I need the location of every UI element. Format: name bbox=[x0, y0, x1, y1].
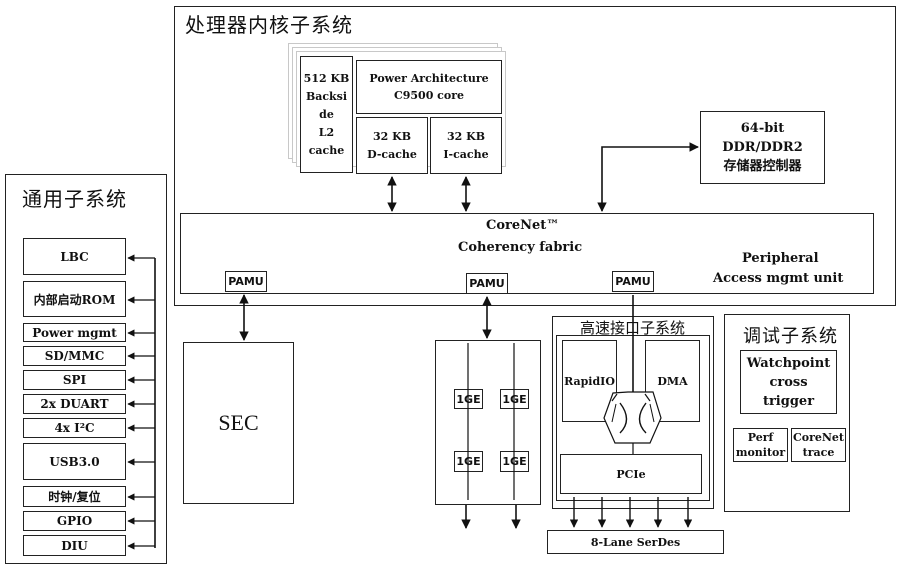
pamu-ethernet: PAMU bbox=[466, 273, 508, 294]
watchpoint-block: Watchpoint cross trigger bbox=[740, 350, 837, 414]
ddr-line-2: DDR/DDR2 bbox=[722, 140, 803, 155]
trace-line-1: CoreNet bbox=[792, 431, 845, 444]
sec-block: SEC bbox=[183, 342, 294, 504]
general-item-clock-reset: 时钟/复位 bbox=[23, 486, 126, 507]
switch-hexagon bbox=[603, 391, 662, 444]
trace-line-2: trace bbox=[802, 446, 835, 459]
debug-subsystem-title: 调试子系统 bbox=[743, 326, 838, 347]
core-line-1: Power Architecture bbox=[369, 72, 489, 85]
d-cache-line-1: 32 KB bbox=[373, 129, 411, 143]
l2-cache-line-5: cache bbox=[308, 143, 345, 157]
l2-cache-line-2: Backsi bbox=[305, 89, 348, 103]
perf-monitor: Perf monitor bbox=[733, 428, 788, 462]
ddr-controller: 64-bit DDR/DDR2 存储器控制器 bbox=[700, 111, 825, 184]
serdes-block: 8-Lane SerDes bbox=[547, 530, 724, 554]
watchpoint-line-1: Watchpoint bbox=[746, 355, 831, 371]
ethernet-group bbox=[435, 340, 541, 505]
pamu-sec: PAMU bbox=[225, 271, 267, 292]
perf-line-2: monitor bbox=[735, 446, 786, 459]
ddr-line-1: 64-bit bbox=[740, 121, 785, 136]
core-subsystem-title: 处理器内核子系统 bbox=[185, 13, 353, 37]
corenet-fabric bbox=[180, 213, 874, 294]
d-cache: 32 KB D-cache bbox=[356, 117, 428, 174]
general-item-lbc: LBC bbox=[23, 238, 126, 275]
core-line-2: C9500 core bbox=[393, 89, 465, 102]
corenet-subtitle: Coherency fabric bbox=[458, 240, 583, 255]
general-subsystem bbox=[5, 174, 167, 564]
general-item-power-mgmt: Power mgmt bbox=[23, 323, 126, 342]
general-item-spi: SPI bbox=[23, 370, 126, 390]
general-item-boot-rom: 内部启动ROM bbox=[23, 281, 126, 317]
general-item-diu: DIU bbox=[23, 535, 126, 556]
i-cache-line-1: 32 KB bbox=[447, 129, 485, 143]
i-cache: 32 KB I-cache bbox=[430, 117, 502, 174]
ddr-line-3: 存储器控制器 bbox=[723, 159, 802, 174]
peripheral-line-2: Access mgmt unit bbox=[713, 271, 844, 286]
l2-cache-line-3: de bbox=[319, 107, 334, 121]
perf-line-1: Perf bbox=[747, 431, 774, 444]
general-item-gpio: GPIO bbox=[23, 511, 126, 531]
i-cache-line-2: I-cache bbox=[443, 147, 489, 161]
general-item-duart: 2x DUART bbox=[23, 394, 126, 414]
arrow-corenet-ddr bbox=[597, 142, 699, 212]
pcie-block: PCIe bbox=[560, 454, 702, 494]
peripheral-line-1: Peripheral bbox=[742, 251, 819, 266]
general-item-sd-mmc: SD/MMC bbox=[23, 346, 126, 366]
pamu-highspeed: PAMU bbox=[612, 271, 654, 292]
l2-cache-line-4: L2 bbox=[318, 125, 335, 139]
l2-cache: 512 KB Backsi de L2 cache bbox=[300, 56, 353, 173]
power-core: Power Architecture C9500 core bbox=[356, 60, 502, 114]
d-cache-line-2: D-cache bbox=[367, 147, 417, 161]
corenet-title: CoreNet™ bbox=[486, 218, 560, 233]
general-item-usb: USB3.0 bbox=[23, 443, 126, 480]
watchpoint-line-3: trigger bbox=[762, 393, 815, 409]
l2-cache-line-1: 512 KB bbox=[303, 71, 350, 85]
general-item-i2c: 4x I²C bbox=[23, 418, 126, 438]
corenet-trace: CoreNet trace bbox=[791, 428, 846, 462]
watchpoint-line-2: cross bbox=[769, 374, 808, 390]
general-subsystem-title: 通用子系统 bbox=[22, 187, 127, 211]
